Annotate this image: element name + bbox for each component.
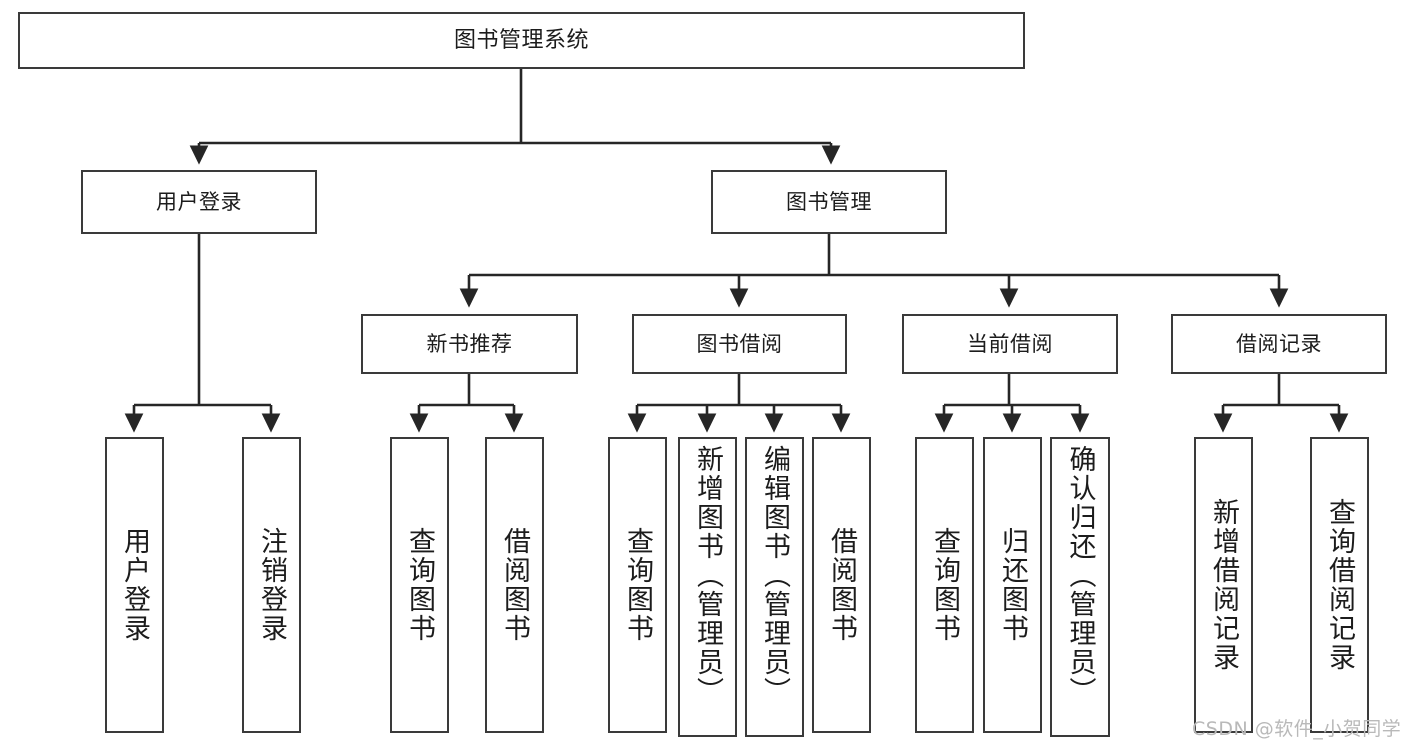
- leaf-query-books-borrow[interactable]: 查询图书: [608, 437, 667, 733]
- node-new-book-recommendation[interactable]: 新书推荐: [361, 314, 578, 374]
- csdn-watermark: CSDN @软件_小贺同学: [1192, 718, 1402, 740]
- node-label: 当前借阅: [967, 331, 1053, 356]
- node-label: 图书管理系统: [453, 27, 589, 53]
- node-borrowing-records[interactable]: 借阅记录: [1171, 314, 1387, 374]
- node-root-book-management-system[interactable]: 图书管理系统: [18, 12, 1025, 69]
- node-user-login[interactable]: 用户登录: [81, 170, 317, 234]
- node-label: 编辑图书（管理员）: [759, 445, 790, 706]
- node-label: 图书借阅: [696, 331, 783, 356]
- leaf-user-login[interactable]: 用户登录: [105, 437, 164, 733]
- node-label: 用户登录: [119, 527, 150, 643]
- node-book-management[interactable]: 图书管理: [711, 170, 947, 234]
- node-label: 查询图书: [929, 527, 960, 643]
- node-label: 图书管理: [786, 189, 872, 214]
- leaf-return-books[interactable]: 归还图书: [983, 437, 1042, 733]
- leaf-query-books-new[interactable]: 查询图书: [390, 437, 449, 733]
- leaf-logout[interactable]: 注销登录: [242, 437, 301, 733]
- node-label: 新增图书（管理员）: [692, 445, 723, 706]
- node-label: 查询图书: [622, 527, 653, 643]
- leaf-edit-book-admin[interactable]: 编辑图书（管理员）: [745, 437, 804, 737]
- node-label: 归还图书: [997, 527, 1028, 643]
- leaf-query-books-current[interactable]: 查询图书: [915, 437, 974, 733]
- node-label: 借阅图书: [499, 527, 530, 643]
- node-label: 查询图书: [404, 527, 435, 643]
- leaf-add-borrow-record[interactable]: 新增借阅记录: [1194, 437, 1253, 733]
- node-label: 注销登录: [256, 527, 287, 643]
- node-label: 新书推荐: [426, 331, 513, 356]
- leaf-borrow-books-new[interactable]: 借阅图书: [485, 437, 544, 733]
- node-label: 借阅记录: [1236, 331, 1322, 356]
- node-label: 查询借阅记录: [1324, 498, 1355, 672]
- node-book-borrowing[interactable]: 图书借阅: [632, 314, 847, 374]
- leaf-confirm-return-admin[interactable]: 确认归还（管理员）: [1050, 437, 1110, 737]
- leaf-borrow-books[interactable]: 借阅图书: [812, 437, 871, 733]
- leaf-query-borrow-record[interactable]: 查询借阅记录: [1310, 437, 1369, 733]
- node-label: 确认归还（管理员）: [1064, 445, 1096, 706]
- node-label: 新增借阅记录: [1208, 498, 1239, 672]
- leaf-add-book-admin[interactable]: 新增图书（管理员）: [678, 437, 737, 737]
- node-label: 用户登录: [156, 189, 242, 214]
- node-current-borrowing[interactable]: 当前借阅: [902, 314, 1118, 374]
- node-label: 借阅图书: [826, 527, 857, 643]
